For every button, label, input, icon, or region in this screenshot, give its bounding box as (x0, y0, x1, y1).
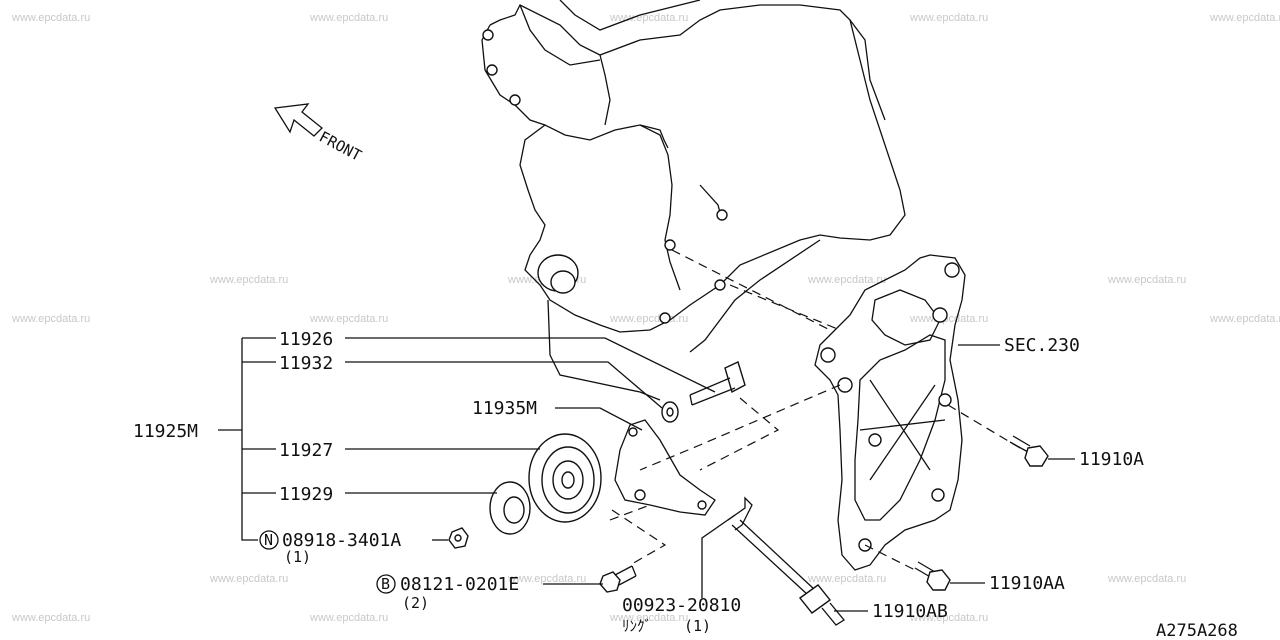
idler-pulley (528, 433, 602, 523)
nut-marker-icon (259, 530, 279, 550)
leader-lines (218, 337, 1075, 612)
front-arrow-icon (273, 103, 323, 137)
watermark: www.epcdata.ru (1107, 274, 1186, 286)
label-11927[interactable]: 11927 (279, 440, 333, 461)
clip-qty: (1) (684, 617, 711, 635)
adjusting-bolt (689, 361, 746, 406)
clip-ring (727, 496, 753, 531)
engine-block (481, 0, 906, 401)
watermark: www.epcdata.ru (909, 12, 988, 24)
label-11925m[interactable]: 11925M (133, 421, 198, 442)
label-11910a[interactable]: 11910A (1079, 449, 1144, 470)
watermark: www.epcdata.ru (209, 573, 288, 585)
label-00923-20810[interactable]: 00923-20810 (622, 595, 741, 616)
watermark: www.epcdata.ru (11, 313, 90, 325)
watermark: www.epcdata.ru (309, 313, 388, 325)
bolt-11910a (1009, 435, 1049, 467)
label-11932[interactable]: 11932 (279, 353, 333, 374)
watermark: www.epcdata.ru (1107, 573, 1186, 585)
label-11929[interactable]: 11929 (279, 484, 333, 505)
bolt-marker-icon (376, 574, 396, 594)
washer (661, 401, 679, 423)
watermark: www.epcdata.ru (1209, 313, 1280, 325)
watermark: www.epcdata.ru (209, 274, 288, 286)
front-label: FRONT (316, 128, 364, 165)
label-11910aa[interactable]: 11910AA (989, 573, 1065, 594)
watermark: www.epcdata.ru (609, 612, 688, 624)
bolt-08121 (599, 565, 637, 593)
diagram-code: A275A268 (1156, 621, 1238, 640)
front-arrow: FRONT (273, 103, 364, 165)
bracket (814, 254, 966, 571)
watermark: www.epcdata.ru (309, 612, 388, 624)
bolt-marker: B (381, 575, 390, 593)
spacer-washer (489, 481, 531, 535)
long-bolt (731, 519, 845, 626)
watermark-layer: www.epcdata.ru www.epcdata.ru www.epcdat… (11, 12, 1280, 624)
label-sec-230[interactable]: SEC.230 (1004, 335, 1080, 356)
label-11926[interactable]: 11926 (279, 329, 333, 350)
bolt-11910aa (914, 561, 951, 591)
nut (448, 527, 469, 549)
watermark: www.epcdata.ru (909, 313, 988, 325)
clip-prefix: ﾘﾝｸﾞ (622, 617, 652, 635)
bolt-qty: (2) (402, 594, 429, 612)
watermark: www.epcdata.ru (909, 612, 988, 624)
watermark: www.epcdata.ru (11, 12, 90, 24)
watermark: www.epcdata.ru (11, 612, 90, 624)
pulley-bracket (614, 419, 716, 516)
nut-marker: N (264, 531, 273, 549)
watermark: www.epcdata.ru (507, 573, 586, 585)
label-08918-3401a[interactable]: 08918-3401A (282, 530, 401, 551)
watermark: www.epcdata.ru (807, 274, 886, 286)
watermark: www.epcdata.ru (309, 12, 388, 24)
label-11910ab[interactable]: 11910AB (872, 601, 948, 622)
part-labels: 11925M 11926 11932 11927 11929 11935M N … (133, 329, 1238, 640)
watermark: www.epcdata.ru (807, 573, 886, 585)
watermark: www.epcdata.ru (609, 12, 688, 24)
assembly-lines (609, 249, 1021, 571)
label-08121-0201e[interactable]: 08121-0201E (400, 574, 519, 595)
nut-qty: (1) (284, 548, 311, 566)
label-11935m[interactable]: 11935M (472, 398, 537, 419)
watermark: www.epcdata.ru (1209, 12, 1280, 24)
